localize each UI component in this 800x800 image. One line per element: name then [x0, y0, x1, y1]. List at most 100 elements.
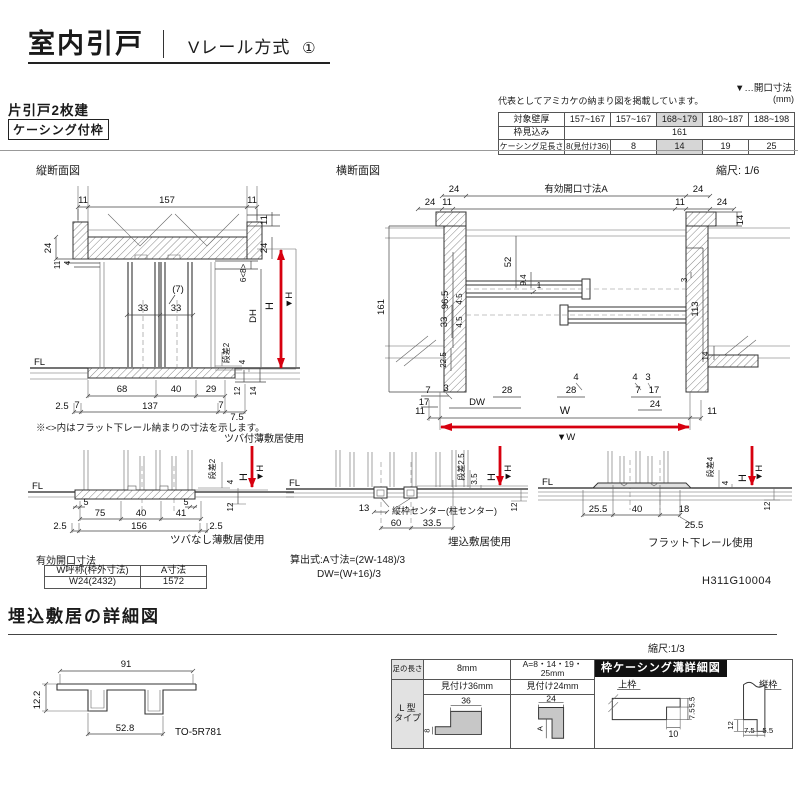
dim: 14: [249, 386, 258, 395]
dim: 11: [259, 215, 270, 225]
dim: 3: [680, 277, 689, 282]
dim: 28: [502, 385, 513, 396]
dim: W: [560, 405, 571, 417]
opening-table-row: W24(2432) 1572: [44, 576, 207, 589]
dim: 11: [707, 406, 717, 417]
detail2-caption: 埋込敷居使用: [448, 536, 511, 548]
spec-cell: 157~167: [564, 112, 611, 127]
dim: 12: [233, 386, 242, 395]
dim: 12: [763, 501, 772, 510]
dim: FL: [34, 357, 45, 368]
dim: 24: [693, 184, 704, 195]
dim: 7.5: [230, 412, 243, 423]
subtitle-text: Vレール方式: [188, 38, 291, 57]
leg-a-header: A=8・14・19・25mm: [510, 659, 595, 680]
dim: 10: [669, 729, 679, 739]
top-jamb-drawing: 上枠 5.5 7.5 10: [608, 679, 697, 739]
dim: H: [486, 473, 498, 481]
dim: 7: [218, 400, 223, 411]
spec-table-unit: (mm): [773, 94, 794, 104]
spec-table-note: 代表としてアミカケの納まり図を掲載しています。: [498, 96, 704, 106]
d3-dimension-lines: [580, 446, 780, 525]
d1-dimension-labels: FL 段差2 4 H ▼H 12 5 75 40 41 5 2.5 156 2.…: [32, 458, 266, 532]
dim: 33: [171, 303, 182, 314]
dim: 156: [131, 521, 147, 532]
spec-row-depth: 枠見込み 161: [498, 126, 795, 140]
door-type-label: 片引戸2枚建: [8, 103, 90, 118]
dim: 157: [159, 195, 175, 206]
detail-thin-sill-drawing: FL 段差2 4 H ▼H 12 5 75 40 41 5 2.5 156 2.…: [28, 446, 294, 534]
dim: 9.4: [519, 274, 528, 286]
dim: 7: [74, 400, 79, 411]
dim: 3: [443, 383, 448, 394]
dim: 40: [136, 508, 147, 519]
dim: FL: [542, 477, 553, 488]
dim: 11: [78, 195, 88, 206]
dim: 36: [461, 695, 471, 705]
dim: DW: [469, 397, 485, 408]
dim: 24: [546, 693, 556, 703]
leg-table-subheader-row: L 型 タイプ 見付け36mm 見付け24mm: [391, 678, 793, 749]
spec-row2-value: 161: [564, 126, 795, 140]
sill-dimension-lines: [42, 668, 196, 737]
dim: 3.5: [470, 473, 479, 485]
dim: ▼H: [754, 465, 765, 481]
dim: 4.5: [455, 293, 464, 305]
side-jamb-label: 縦枠: [759, 679, 777, 690]
dim: 113: [690, 301, 701, 316]
sill-profile-drawing: 91 12.2 52.8 TO-5R781: [32, 659, 222, 738]
spec-cell: 8(見付け36): [564, 139, 611, 155]
dim: 12: [726, 721, 735, 730]
dim: 60: [391, 518, 402, 529]
title-underline: [28, 62, 330, 64]
vsec-dimension-labels: 11 157 11 24 11 4 11 24 6<8> DH H ▼H (7)…: [34, 195, 295, 423]
side-jamb-drawing: 縦枠 12 7.5 5.5: [726, 679, 782, 738]
dim: A: [535, 725, 544, 731]
dim: 7: [425, 385, 430, 396]
dim: 17: [649, 385, 660, 396]
dim: 11: [247, 195, 257, 206]
leg24-shape: [537, 702, 564, 739]
d3-dimension-labels: FL 段差4 4 H ▼H 12 25.5 40 18 25.5: [542, 456, 772, 531]
dim: 28: [566, 385, 577, 396]
dim: 8: [423, 728, 432, 732]
dim: 91: [121, 659, 132, 670]
vsec-structure: [30, 186, 300, 380]
dim: 24: [717, 197, 728, 208]
leg-length-table: 足の長さ 8mm A=8・14・19・25mm 枠ケーシング溝詳細図 上枠: [391, 659, 793, 749]
dim: 41: [176, 508, 187, 519]
spec-row2-label: 枠見込み: [498, 126, 565, 140]
spec-row-leg: ケーシング足長さ 8(見付け36) 8 14 19 25: [498, 139, 795, 155]
dim: 段差2: [221, 342, 231, 363]
dim: 5: [183, 497, 188, 507]
dim: H: [238, 473, 250, 481]
dim: 7.5: [688, 709, 697, 720]
dim: ▼W: [557, 432, 575, 443]
page-subtitle: Vレール方式 ①: [188, 33, 317, 58]
title-divider: [163, 30, 164, 58]
dim: 25.5: [589, 504, 608, 515]
opening-table-title: 有効開口寸法: [36, 556, 96, 567]
leg36-shape: [432, 704, 482, 735]
hsec-structure: [385, 211, 790, 393]
top-jamb-shape: 上枠: [608, 679, 692, 730]
leg24-profile-drawing: 24 A: [535, 693, 564, 739]
dim: 33: [138, 303, 149, 314]
dim: 52: [503, 257, 514, 268]
dim: 2.5: [53, 521, 66, 532]
dim: 11: [53, 260, 62, 269]
dim: 18: [679, 504, 690, 515]
opening-size-table: W呼称(枠外寸法) A寸法 W24(2432) 1572: [44, 564, 207, 589]
dim: 5.5: [688, 697, 697, 708]
d2-dimension-lines: [371, 446, 527, 531]
leg-table-drawing-row: 36 8 24 A: [392, 693, 793, 749]
sill-heading-underline: [8, 634, 777, 635]
scale-label: 縮尺: 1/6: [716, 165, 760, 177]
sill-dimension-labels: 91 12.2 52.8 TO-5R781: [32, 659, 222, 738]
opening-col2-header: A寸法: [140, 564, 207, 578]
dim: 33.5: [423, 518, 442, 529]
formula-line2: DW=(W+16)/3: [317, 568, 381, 580]
formula-line1: 算出式:A寸法=(2W-148)/3: [290, 555, 406, 566]
spec-row1-label: 対象壁厚: [498, 112, 565, 127]
dim: 25.5: [685, 520, 704, 531]
